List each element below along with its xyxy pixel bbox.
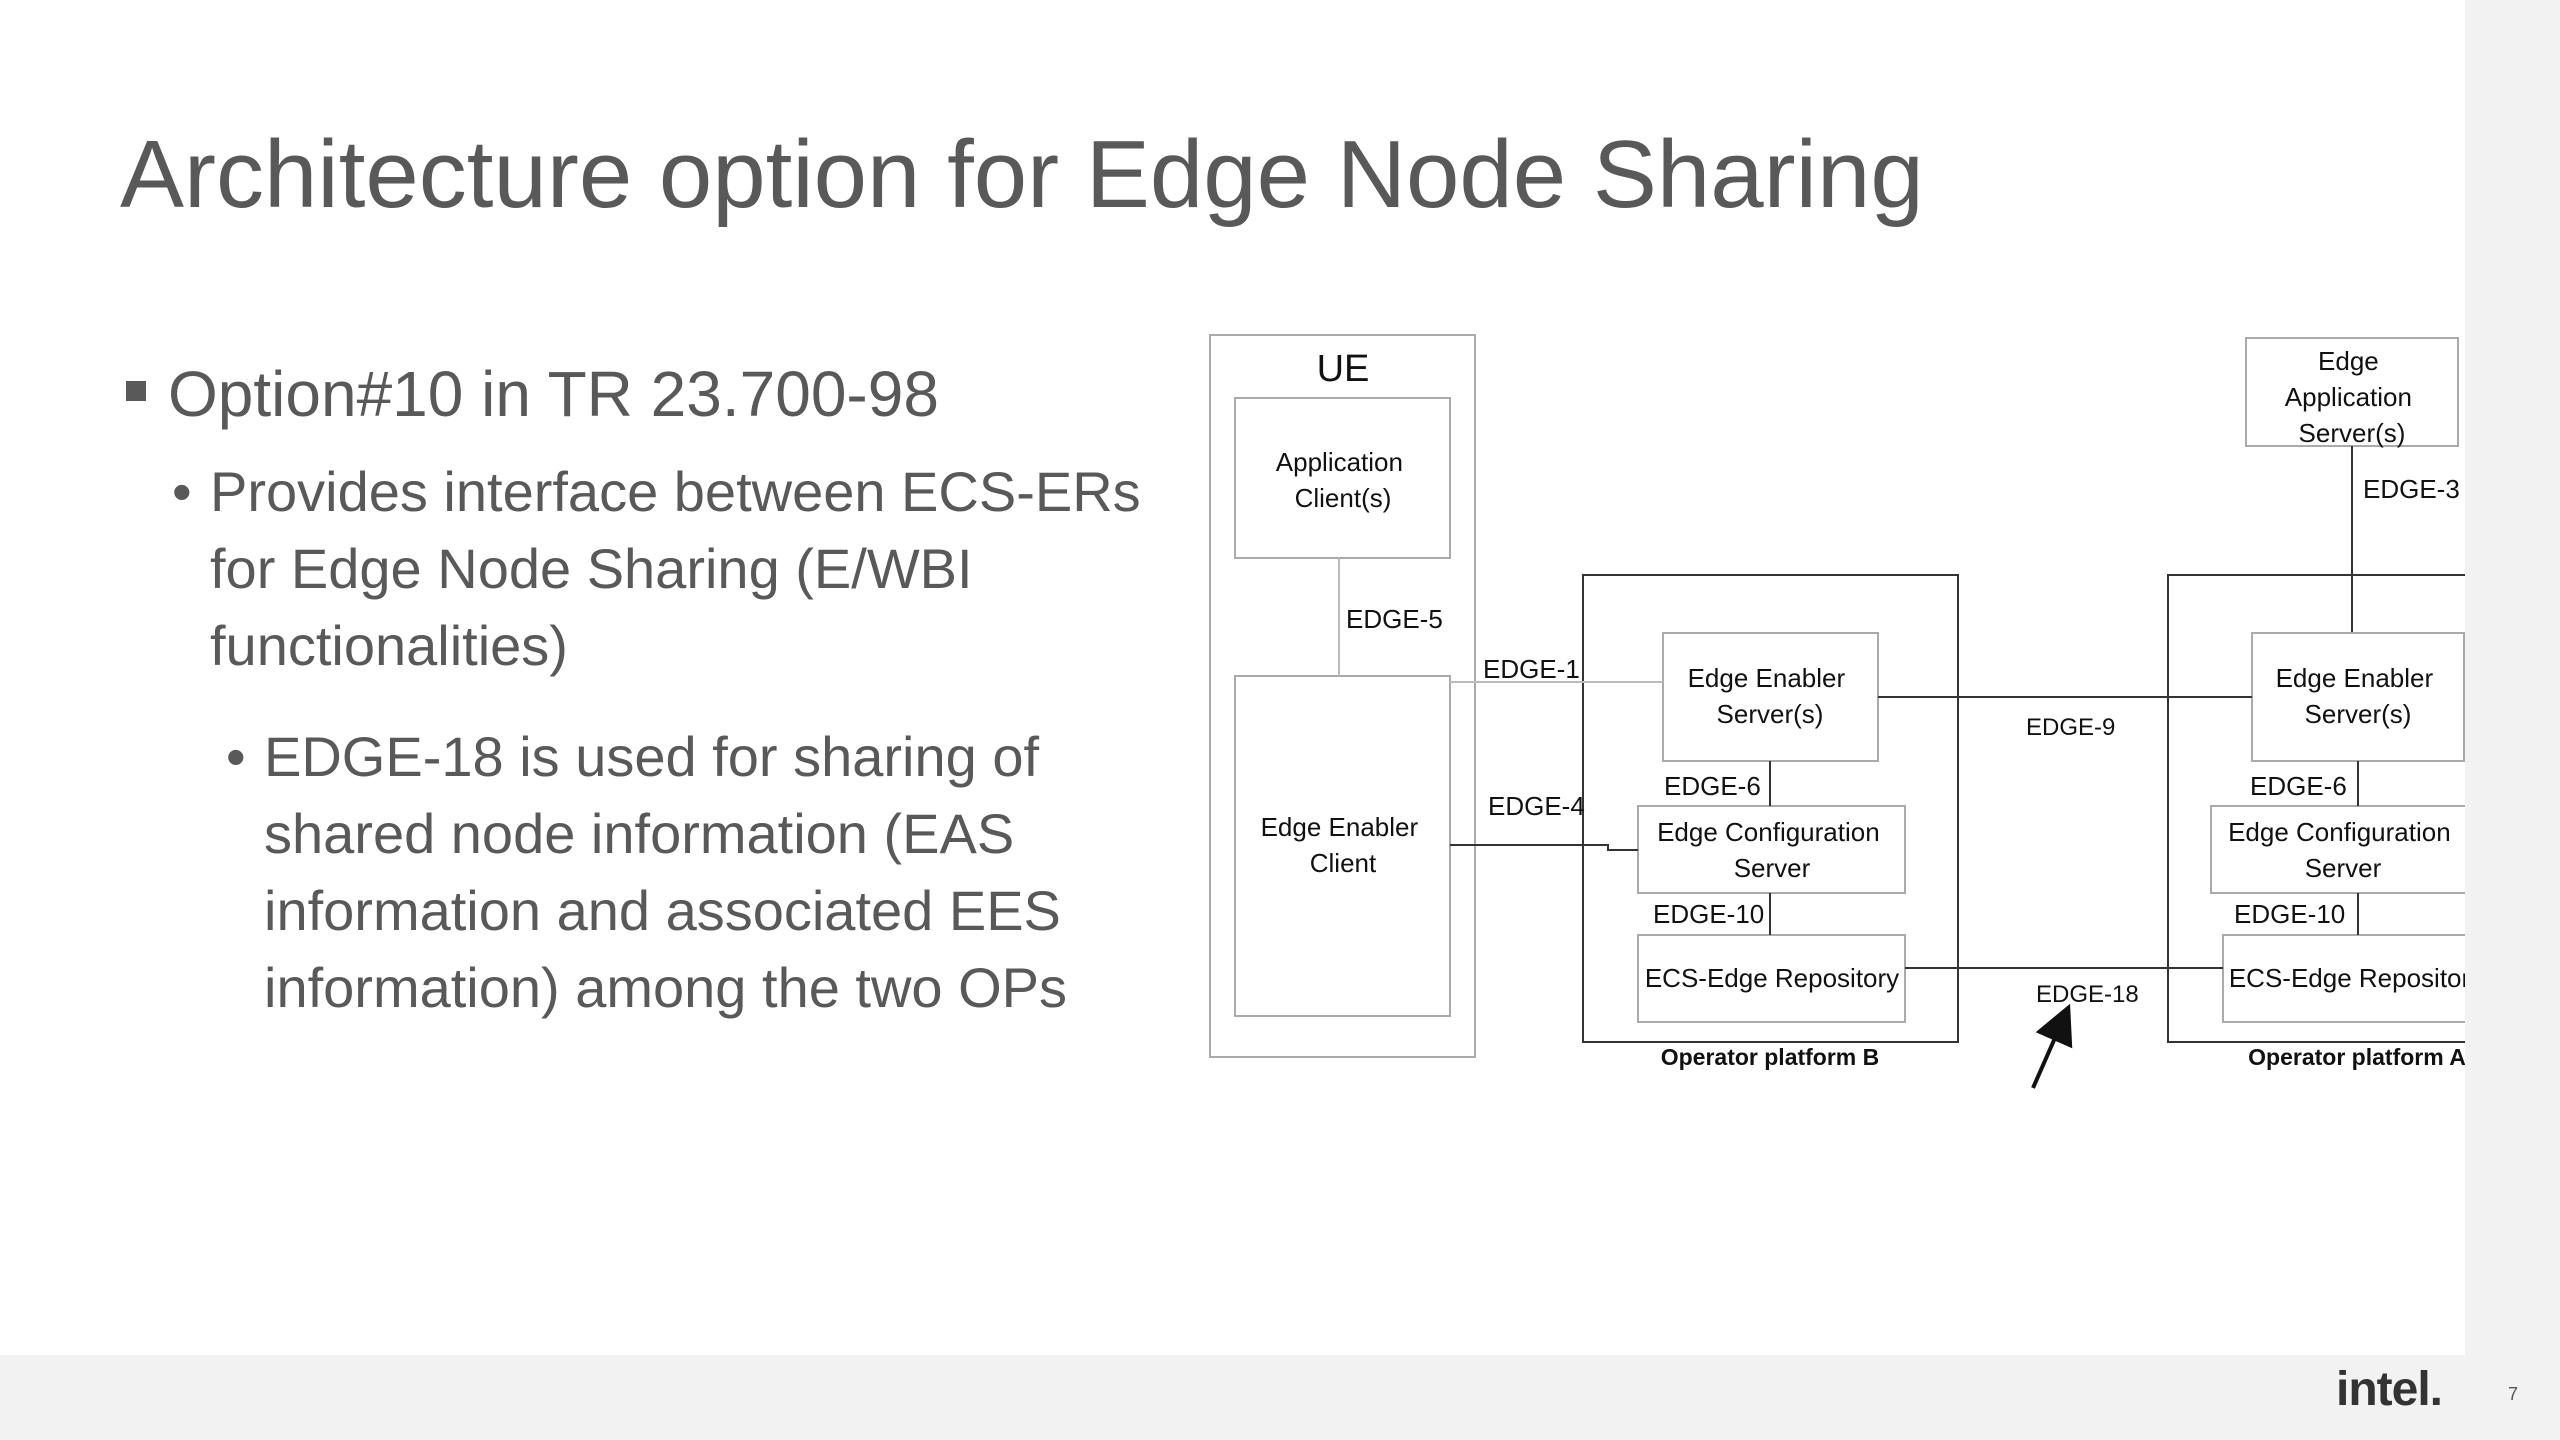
- edge-18-label: EDGE-18: [2036, 981, 2139, 1008]
- bullet-level3-text: EDGE-18 is used for sharing of shared no…: [264, 725, 1068, 1019]
- edge-enabler-server-b-line2: Server(s): [1717, 699, 1824, 729]
- edge-application-server-box: [2245, 337, 2459, 447]
- svg-text:Edge Enabler Server(s): Edge Enabler Server(s): [1688, 663, 1853, 729]
- edge-enabler-client-line1: Edge Enabler: [1261, 812, 1419, 842]
- bullet-level2: • Provides interface between ECS-ERs for…: [172, 453, 1180, 684]
- application-client-line1: Application: [1276, 447, 1403, 477]
- round-bullet-icon: •: [226, 725, 246, 788]
- edge-enabler-server-b-line1: Edge Enabler: [1688, 663, 1846, 693]
- edge-6-a-label: EDGE-6: [2250, 771, 2347, 801]
- edge-configuration-server-b-line2: Server: [1734, 853, 1811, 883]
- edge-4-label: EDGE-4: [1488, 791, 1585, 821]
- edge-enabler-client-line2: Client: [1310, 848, 1377, 878]
- edge-enabler-server-a-line2: Server(s): [2305, 699, 2412, 729]
- edge-4-line: [1450, 844, 1638, 851]
- footer-bar: [0, 1355, 2560, 1440]
- svg-text:Edge Configuration Serve: Edge Configuration Server: [1657, 817, 1887, 883]
- operator-platform-b-container: [1582, 574, 1959, 1043]
- edge-application-server-line1: Edge: [2318, 346, 2379, 376]
- edge-5-label: EDGE-5: [1346, 604, 1443, 634]
- square-bullet-icon: [126, 381, 146, 401]
- ecs-edge-repository-b-box: [1637, 934, 1906, 1023]
- operator-platform-a-label: Operator platform A: [2248, 1044, 2466, 1070]
- edge-10-b-label: EDGE-10: [1653, 899, 1764, 929]
- edge-1-label: EDGE-1: [1483, 654, 1580, 684]
- bullet-list: Option#10 in TR 23.700-98 • Provides int…: [120, 355, 1180, 1026]
- edge-10-a-label: EDGE-10: [2234, 899, 2345, 929]
- architecture-diagram: UE Application Client(s) Edge Enabler Cl…: [1209, 334, 2544, 1089]
- edge-configuration-server-a-line1: Edge Configuration: [2228, 817, 2451, 847]
- svg-text:Edge Enabler Server(s): Edge Enabler Server(s): [2276, 663, 2441, 729]
- bullet-level2-text: Provides interface between ECS-ERs for E…: [210, 460, 1141, 677]
- round-bullet-icon: •: [172, 460, 192, 523]
- ue-label: UE: [1317, 348, 1370, 390]
- edge-enabler-client-box: [1234, 675, 1451, 1017]
- bullet-level1-text: Option#10 in TR 23.700-98: [168, 358, 939, 430]
- edge-enabler-server-b-box: [1662, 632, 1879, 762]
- edge-6-b-label: EDGE-6: [1664, 771, 1761, 801]
- ecs-edge-repository-b-label: ECS-Edge Repository: [1645, 963, 1899, 993]
- edge-configuration-server-b-box: [1637, 805, 1906, 894]
- svg-text:Edge Enabler Client: Edge Enabler Client: [1261, 812, 1426, 878]
- edge-configuration-server-b-line1: Edge Configuration: [1657, 817, 1880, 847]
- edge-enabler-server-a-line1: Edge Enabler: [2276, 663, 2434, 693]
- svg-text:Edge Application S: Edge Application Server(s): [2285, 346, 2419, 448]
- ecs-edge-repository-a-box: [2222, 934, 2489, 1023]
- edge-configuration-server-a-box: [2210, 805, 2477, 894]
- edge-configuration-server-a-line2: Server: [2305, 853, 2382, 883]
- bullet-level1: Option#10 in TR 23.700-98: [120, 355, 1180, 433]
- edge-enabler-server-a-box: [2251, 632, 2465, 762]
- slide-title: Architecture option for Edge Node Sharin…: [120, 121, 1924, 228]
- edge-3-label: EDGE-3: [2363, 474, 2460, 504]
- application-client-box: [1234, 397, 1451, 559]
- operator-platform-b-label: Operator platform B: [1661, 1044, 1880, 1070]
- edge-9-label: EDGE-9: [2026, 714, 2115, 741]
- intel-logo: intel.: [2336, 1363, 2443, 1416]
- svg-text:Application Client(s): Application Client(s): [1276, 447, 1410, 513]
- bullet-level3: • EDGE-18 is used for sharing of shared …: [226, 718, 1180, 1026]
- ecs-edge-repository-a-label: ECS-Edge Repository: [2229, 963, 2483, 993]
- edge-application-server-line2: Application: [2285, 382, 2412, 412]
- slide: Architecture option for Edge Node Sharin…: [120, 121, 2544, 1089]
- edge-application-server-line3: Server(s): [2299, 418, 2406, 448]
- edge-18-arrow-icon: [2031, 1003, 2073, 1089]
- page-number: 7: [2508, 1384, 2519, 1404]
- right-margin-strip: [2465, 0, 2560, 1440]
- application-client-line2: Client(s): [1295, 483, 1392, 513]
- svg-text:Edge Configuration Serve: Edge Configuration Server: [2228, 817, 2458, 883]
